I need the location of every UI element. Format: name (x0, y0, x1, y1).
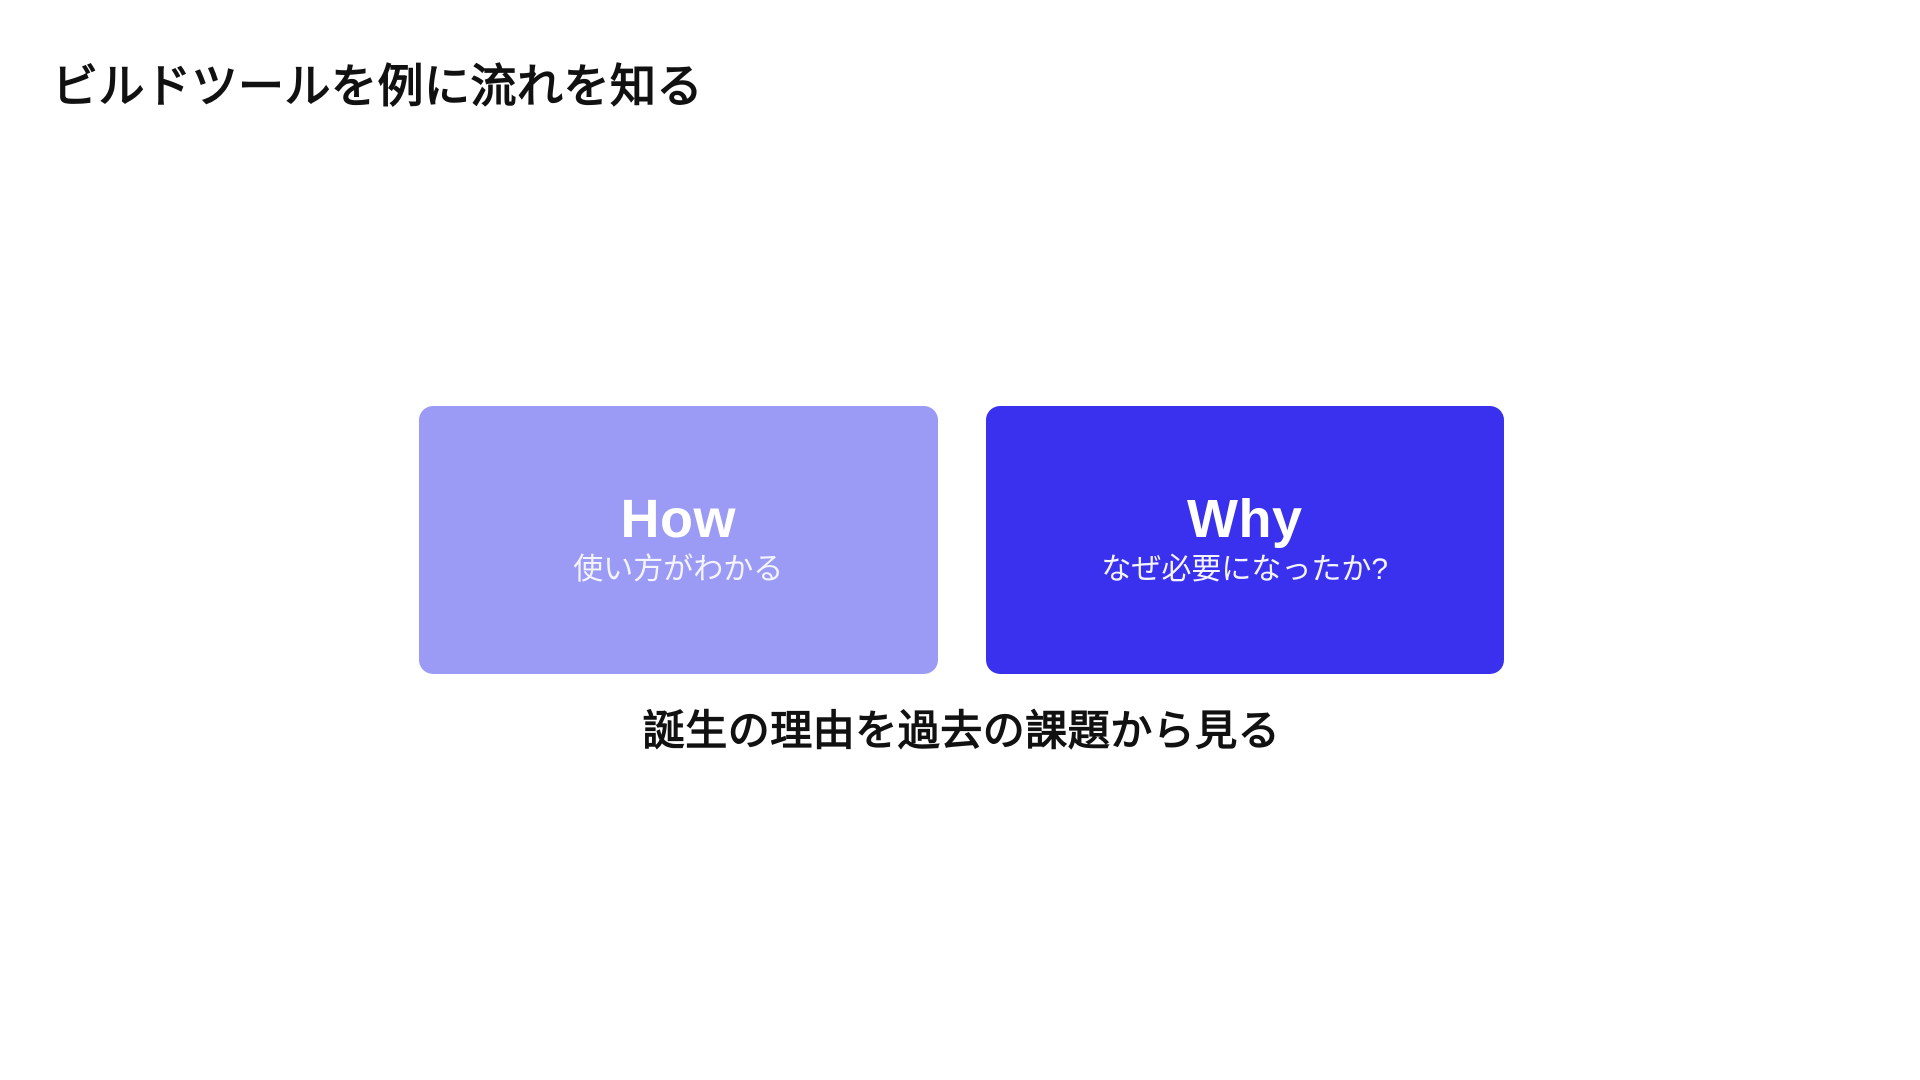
card-how[interactable]: How 使い方がわかる (419, 406, 938, 674)
card-how-subtitle: 使い方がわかる (573, 553, 784, 587)
card-why-heading: Why (1187, 489, 1303, 550)
card-group: How 使い方がわかる Why なぜ必要になったか? (419, 406, 1504, 674)
cards-caption: 誕生の理由を過去の課題から見る (642, 707, 1281, 754)
card-why[interactable]: Why なぜ必要になったか? (985, 406, 1504, 674)
card-why-subtitle: なぜ必要になったか? (1101, 553, 1389, 587)
card-how-heading: How (620, 489, 736, 550)
page-title: ビルドツールを例に流れを知る (52, 59, 703, 112)
